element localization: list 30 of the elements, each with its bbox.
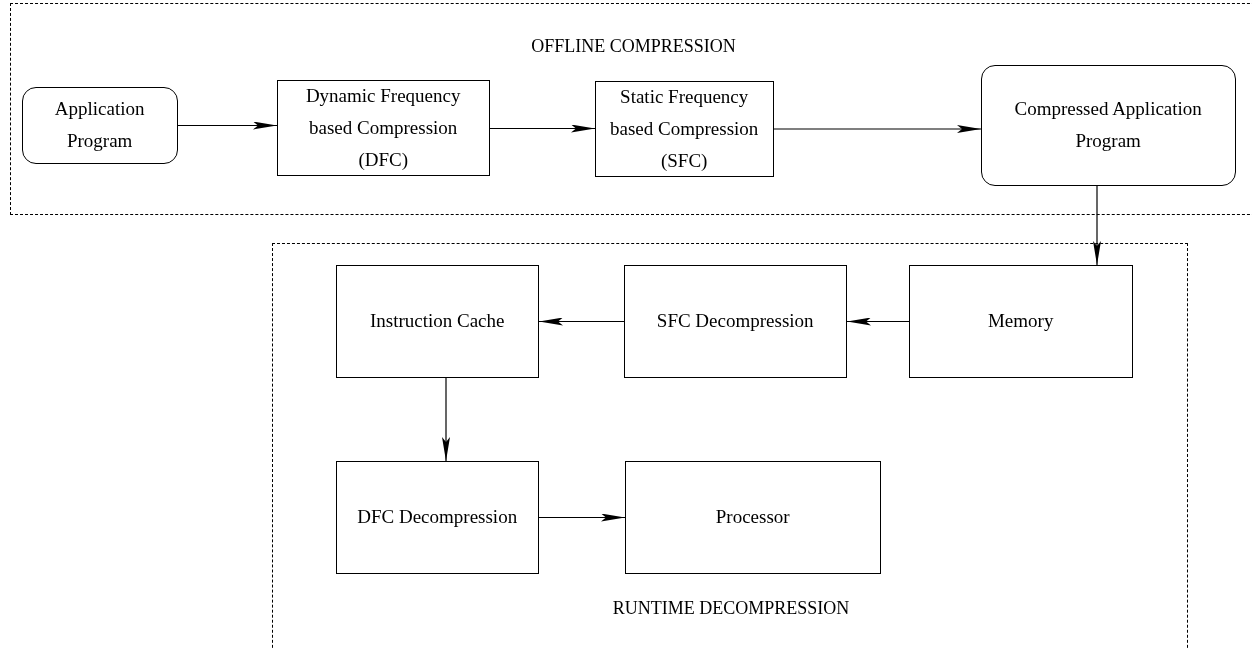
- box-label: Application Program: [53, 97, 146, 154]
- dashed-region: [272, 243, 1188, 649]
- process-box: [624, 460, 881, 574]
- process-box: [908, 264, 1133, 378]
- box-label: Static Frequency based Compression (SFC): [609, 84, 760, 173]
- process-box: [335, 264, 539, 378]
- box-label: Memory: [987, 309, 1054, 334]
- arrow: [177, 121, 278, 130]
- arrow: [538, 513, 626, 522]
- process-box: [623, 264, 847, 378]
- box-label: SFC Decompression: [656, 309, 814, 334]
- box-label: Dynamic Frequency based Compression (DFC): [304, 83, 462, 172]
- box-label: DFC Decompression: [357, 505, 518, 530]
- process-box: [594, 80, 774, 177]
- dashed-region: [10, 3, 1252, 215]
- arrow: [538, 317, 625, 326]
- arrow: [846, 317, 910, 326]
- region-heading: OFFLINE COMPRESSION: [530, 36, 737, 57]
- box-label: Processor: [715, 505, 790, 530]
- box-label: Instruction Cache: [369, 309, 505, 334]
- arrow: [489, 124, 596, 133]
- arrow: [442, 377, 450, 462]
- box-label: Compressed Application Program: [1013, 97, 1203, 154]
- process-box: [21, 86, 178, 164]
- arrow: [1093, 185, 1101, 266]
- region-heading: RUNTIME DECOMPRESSION: [611, 598, 851, 619]
- process-box: [980, 64, 1236, 186]
- process-box: [276, 79, 490, 176]
- arrow: [773, 125, 982, 133]
- process-box: [335, 460, 539, 574]
